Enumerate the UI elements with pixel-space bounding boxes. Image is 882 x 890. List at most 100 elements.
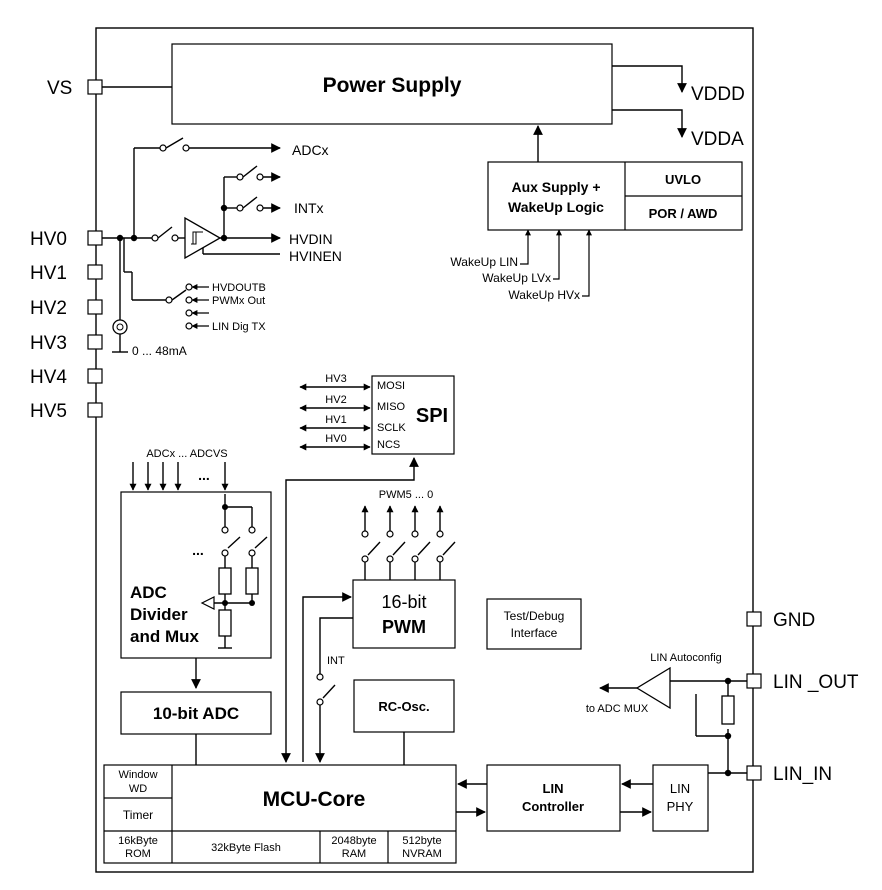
ram-label-2: RAM: [342, 848, 366, 860]
output-label-vddd: VDDD: [691, 84, 745, 105]
spi-to-mcu-wire: [281, 457, 419, 763]
lin-controller-title-1: LIN: [543, 781, 564, 796]
aux-supply-title-1: Aux Supply +: [511, 179, 600, 195]
hvdoutb-label: HVDOUTB: [212, 282, 266, 294]
pin-label-lin-in: LIN_IN: [773, 764, 832, 785]
pin-hv3: [87, 334, 103, 350]
pin-hv1: [87, 264, 103, 280]
spi-title: SPI: [416, 405, 448, 427]
flash-label: 32kByte Flash: [211, 842, 281, 854]
pin-gnd: [746, 611, 762, 627]
hvdin-label: HVDIN: [289, 231, 333, 247]
pin-label-gnd: GND: [773, 610, 815, 631]
rom-label-1: 16kByte: [118, 835, 158, 847]
lin-autoconfig-label: LIN Autoconfig: [650, 652, 722, 664]
wakeup-lin-label: WakeUp LIN: [450, 255, 518, 269]
mcu-core-block: MCU-Core Window WD Timer 16kByte ROM 32k…: [103, 764, 457, 864]
chip-outline: [95, 27, 754, 873]
current-label: 0 ... 48mA: [132, 344, 187, 358]
mux-output-arrow-icon: [200, 596, 215, 610]
lin-phy-title-2: PHY: [667, 799, 694, 814]
pin-label-hv4: HV4: [30, 367, 67, 388]
timer-label: Timer: [123, 808, 153, 822]
svg-text:...: ...: [192, 542, 204, 558]
wakeup-hvx-label: WakeUp HVx: [508, 288, 580, 302]
lin-phy-block: [652, 764, 709, 832]
pwm-switches: [361, 505, 456, 580]
pwm-title-1: 16-bit: [381, 592, 426, 612]
spi-port-sclk: SCLK: [377, 422, 406, 434]
output-label-vdda: VDDA: [691, 129, 744, 150]
wakeup-hvx-wire: [582, 229, 592, 297]
intx-label: INTx: [294, 200, 324, 216]
current-source-icon: [112, 319, 128, 335]
spi-hv1-label: HV1: [325, 414, 346, 426]
mcu-core-title: MCU-Core: [263, 788, 366, 811]
pin-label-hv3: HV3: [30, 333, 67, 354]
pwm-int-wire: [319, 617, 353, 674]
lin-resistor-icon: [721, 695, 735, 725]
pin-lin-in: [746, 765, 762, 781]
divider-resistor-icon: [218, 609, 232, 637]
int-label: INT: [327, 655, 345, 667]
pin-label-hv1: HV1: [30, 263, 67, 284]
hv0-circuit: ADCx HVDIN HVINEN INTx: [102, 137, 342, 358]
pin-label-hv5: HV5: [30, 401, 67, 422]
pwm-title-2: PWM: [382, 617, 426, 637]
adc-title: 10-bit ADC: [153, 704, 239, 723]
por-awd-label: POR / AWD: [649, 206, 718, 221]
lin-dig-tx-label: LIN Dig TX: [212, 321, 266, 333]
adc-mux-title-1: ADC: [130, 583, 167, 602]
pwm-block: [352, 579, 456, 649]
pin-vs: [87, 79, 103, 95]
wakeup-lvx-wire: [553, 229, 562, 280]
rom-label-2: ROM: [125, 848, 151, 860]
test-debug-title-2: Interface: [511, 626, 558, 640]
pin-label-hv2: HV2: [30, 298, 67, 319]
lin-controller-title-2: Controller: [522, 799, 584, 814]
lin-controller-block: [486, 764, 621, 832]
pin-label-lin-out: LIN _OUT: [773, 672, 859, 693]
ram-label-1: 2048byte: [331, 835, 376, 847]
adc-inputs-label: ADCx ... ADCVS: [146, 448, 227, 460]
spi-hv2-label: HV2: [325, 394, 346, 406]
lin-autoconfig-buffer-icon: [635, 666, 671, 710]
wakeup-lvx-label: WakeUp LVx: [482, 271, 551, 285]
wakeup-lin-wire: [520, 229, 531, 265]
pin-hv0: [87, 230, 103, 246]
power-supply-block: [171, 43, 613, 125]
divider-resistor-icon: [245, 567, 259, 595]
pin-hv5: [87, 402, 103, 418]
pin-label-hv0: HV0: [30, 229, 67, 250]
vddd-wire: [612, 65, 687, 93]
hvinen-label: HVINEN: [289, 248, 342, 264]
uvlo-label: UVLO: [665, 172, 701, 187]
pwmx-out-label: PWMx Out: [212, 295, 265, 307]
rc-osc-block: [353, 679, 455, 733]
adc-mux-title-3: and Mux: [130, 627, 199, 646]
adcx-label: ADCx: [292, 142, 329, 158]
spi-port-ncs: NCS: [377, 439, 400, 451]
window-wd-label-2: WD: [129, 783, 147, 795]
vdda-wire: [612, 109, 687, 138]
pin-hv4: [87, 368, 103, 384]
lin-phy-title-1: LIN: [670, 781, 690, 796]
adc-inputs-dots: ...: [198, 467, 210, 483]
test-debug-title-1: Test/Debug: [504, 609, 565, 623]
left-pins: VS HV0 HV1 HV2 HV3 HV4 HV5: [30, 78, 103, 422]
spi-port-miso: MISO: [377, 401, 406, 413]
aux-supply-title-2: WakeUp Logic: [508, 199, 604, 215]
spi-port-mosi: MOSI: [377, 380, 405, 392]
nvram-label-2: NVRAM: [402, 848, 442, 860]
nvram-label-1: 512byte: [402, 835, 441, 847]
rc-osc-title: RC-Osc.: [378, 699, 429, 714]
divider-resistor-icon: [218, 567, 232, 595]
power-supply-title: Power Supply: [323, 74, 462, 97]
pin-hv2: [87, 299, 103, 315]
spi-hv3-label: HV3: [325, 373, 346, 385]
adc-mux-title-2: Divider: [130, 605, 188, 624]
mcu-to-pwm-wire: [302, 592, 352, 762]
right-pins: GND LIN _OUT LIN_IN: [746, 610, 859, 785]
to-adc-mux-label: to ADC MUX: [586, 703, 649, 715]
